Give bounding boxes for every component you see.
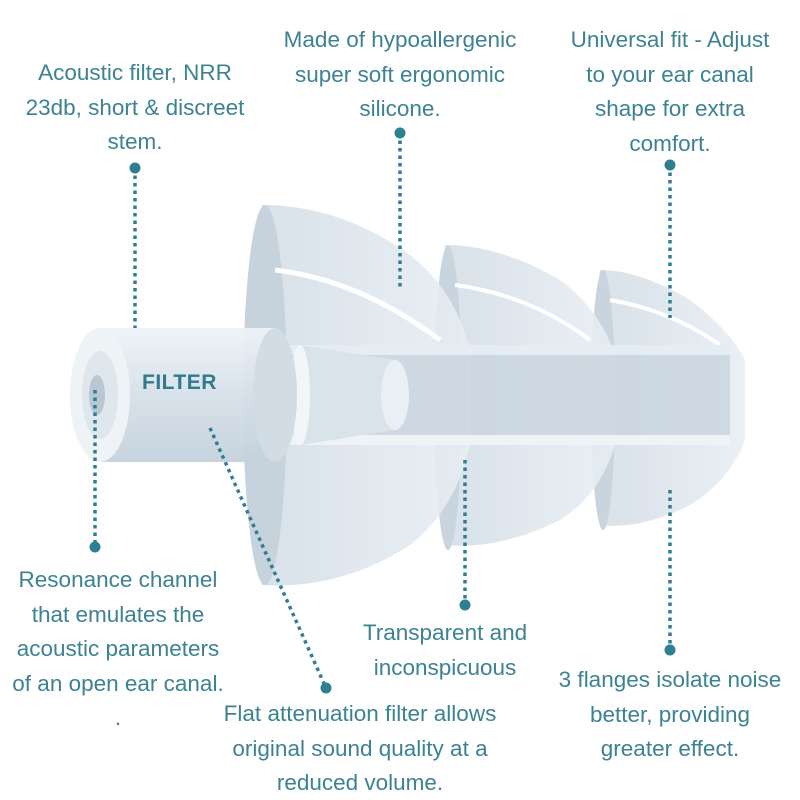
callout-line: reduced volume.: [276, 770, 444, 795]
callout-flat-filter: Flat attenuation filter allows original …: [224, 697, 497, 800]
callout-line: to your ear canal: [586, 61, 754, 87]
callout-line: Transparent and: [362, 620, 528, 645]
callout-line: better, providing: [589, 701, 751, 727]
callout-line: Flat attenuation filter allows: [223, 701, 497, 726]
callout-acoustic-filter: Acoustic filter, NRR 23db, short & discr…: [26, 56, 245, 160]
callout-line: super soft ergonomic: [294, 61, 506, 87]
callout-line: original sound quality at a: [232, 735, 488, 761]
callout-line: 23db, short & discreet: [25, 94, 245, 120]
callout-universal-fit: Universal fit - Adjust to your ear canal…: [571, 23, 770, 161]
callout-line: silicone.: [359, 96, 441, 121]
callout-transparent: Transparent and inconspicuous: [363, 616, 527, 685]
callout-line: of an open ear canal.: [12, 670, 224, 696]
callout-line: shape for extra: [594, 96, 746, 121]
callout-line: Acoustic filter, NRR: [38, 60, 232, 85]
callout-line: 3 flanges isolate noise: [558, 667, 782, 692]
callout-line: Resonance channel: [18, 567, 218, 592]
callout-material: Made of hypoallergenic super soft ergono…: [284, 23, 517, 127]
filter-label: FILTER: [142, 371, 217, 394]
callout-line: Made of hypoallergenic: [283, 27, 517, 52]
callout-line: acoustic parameters: [16, 636, 220, 661]
callout-line: comfort.: [629, 130, 711, 156]
callout-line: stem.: [107, 129, 163, 154]
callout-line: .: [114, 705, 122, 730]
filter-stem: [70, 328, 297, 462]
callout-line: inconspicuous: [373, 654, 517, 680]
callout-line: Universal fit - Adjust: [570, 27, 770, 52]
callout-line: that emulates the: [31, 601, 205, 627]
callout-resonance: Resonance channel that emulates the acou…: [12, 563, 223, 736]
callout-flanges: 3 flanges isolate noise better, providin…: [559, 663, 782, 767]
callout-line: greater effect.: [600, 736, 740, 761]
leader-flat-filter: [208, 427, 328, 689]
